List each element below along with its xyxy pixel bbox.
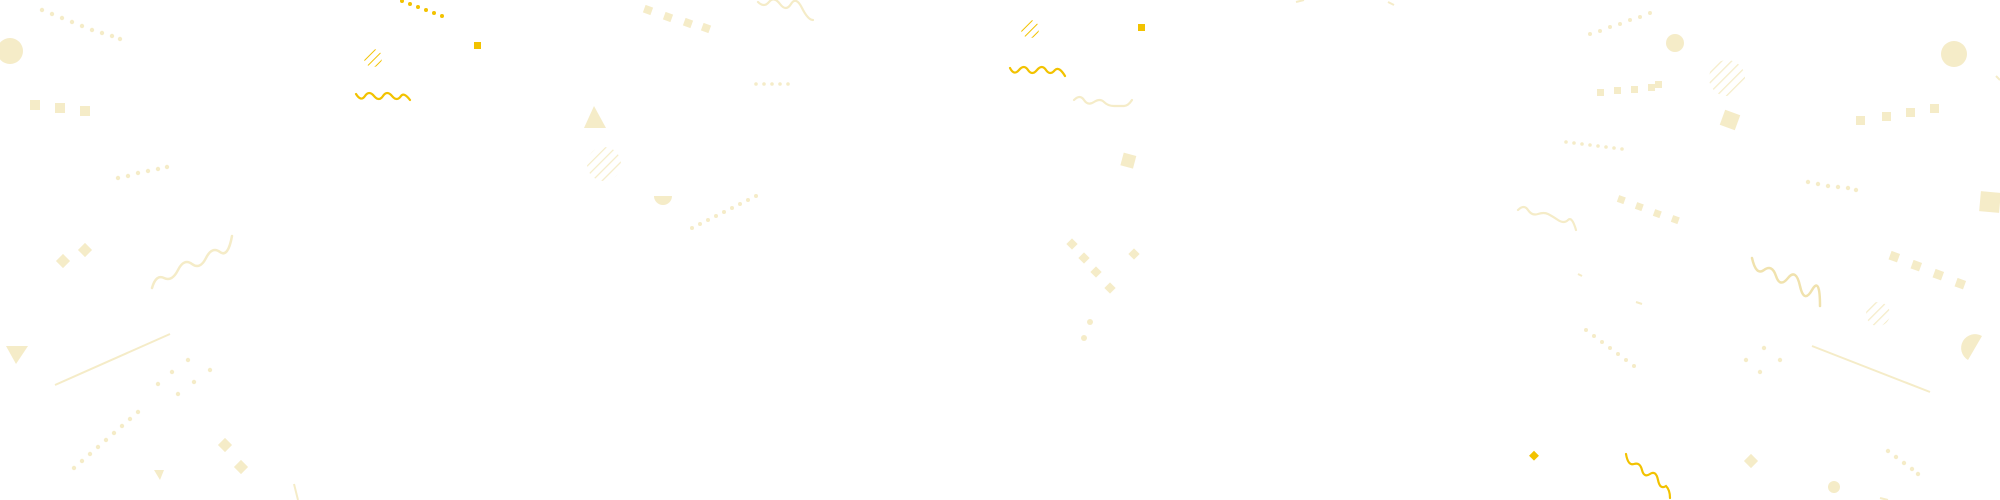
hatched-circle-yellow-left xyxy=(364,49,382,67)
dot-trail-top-left xyxy=(39,7,123,42)
dot-pair-center xyxy=(1081,319,1093,341)
halfcircle-center xyxy=(654,196,672,205)
line-left xyxy=(54,333,171,386)
hatched-circle-right-2 xyxy=(1866,302,1890,326)
dot-trail-right-mid xyxy=(1584,328,1636,368)
square-center-right xyxy=(1120,152,1137,169)
squiggle-center-top xyxy=(756,0,815,22)
square-row-left xyxy=(30,100,90,116)
square-trail-center xyxy=(642,4,712,34)
square-yellow-center xyxy=(1138,24,1145,31)
circle-left-edge xyxy=(0,38,23,64)
squiggle-center-faint xyxy=(1072,95,1134,108)
squiggle-left-faint xyxy=(150,234,234,290)
halfcircle-far-right xyxy=(1961,334,1982,360)
square-trail-right-3 xyxy=(1888,250,1967,290)
triangle-left xyxy=(6,346,28,364)
hatched-circle-yellow-center xyxy=(1021,20,1039,38)
dot-trail-center xyxy=(690,194,758,230)
triangle-bottom-left xyxy=(154,470,164,480)
squiggle-right-faint xyxy=(1516,205,1578,232)
dot-trail-yellow-top xyxy=(400,0,444,18)
dot-trail-top-right xyxy=(1588,11,1652,36)
squiggle-right-mid xyxy=(1750,256,1822,308)
diamond-pair-left xyxy=(55,242,93,269)
diamond-yellow-bottom xyxy=(1529,450,1539,461)
square-right-rotated xyxy=(1719,109,1741,131)
line-right xyxy=(1811,345,1931,393)
circle-top-right xyxy=(1666,34,1684,52)
square-far-right xyxy=(1979,191,2000,213)
tick-top-center-right-2 xyxy=(1387,1,1395,6)
dot-row-right-2 xyxy=(1805,179,1859,193)
squiggle-yellow-left xyxy=(354,91,412,102)
diamond-bottom-right xyxy=(1743,453,1759,469)
circle-far-right xyxy=(1941,41,1967,67)
square-row-right-2 xyxy=(1856,104,1939,125)
dot-trail-bottom-left xyxy=(71,409,141,471)
hatched-circle-right xyxy=(1709,60,1745,96)
dash-marks-right xyxy=(1577,273,1643,305)
circle-bottom-right xyxy=(1828,481,1840,493)
squiggle-yellow-center xyxy=(1008,65,1067,78)
squiggle-yellow-bottom xyxy=(1624,452,1672,500)
dot-row-center xyxy=(754,82,790,86)
dot-row-left xyxy=(115,164,170,181)
square-trail-right xyxy=(1616,195,1680,225)
triangle-center xyxy=(584,106,606,128)
dot-scatter-right xyxy=(1743,345,1783,375)
dot-scatter-left xyxy=(155,357,213,397)
dot-trail-bottom-right xyxy=(1885,448,1921,477)
tick-bottom-left xyxy=(293,483,299,500)
dot-row-right xyxy=(1564,140,1624,151)
tick-far-right xyxy=(1995,75,2000,81)
square-row-right-upper xyxy=(1597,81,1662,96)
square-yellow-left xyxy=(474,42,481,49)
tick-top-center-right xyxy=(1295,0,1305,3)
diamond-trail-center xyxy=(1066,238,1140,294)
diamond-pair-bottom-left xyxy=(217,437,249,475)
hatched-circle-center xyxy=(587,147,621,181)
